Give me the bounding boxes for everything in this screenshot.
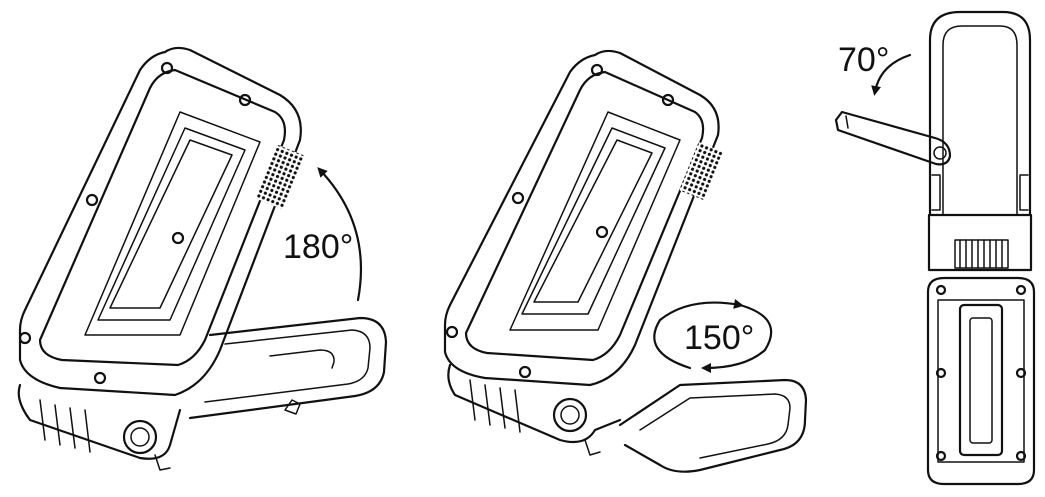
grip-texture — [255, 144, 305, 210]
angle-label-150: 150° — [684, 319, 754, 357]
rotation-arrow-150-upper — [653, 299, 744, 370]
lamp-base-tray — [447, 363, 808, 473]
rotation-arrow-180 — [317, 167, 363, 302]
figure-70-degrees: 70° — [834, 10, 1036, 486]
pivot-knob — [552, 397, 588, 433]
rotation-arrow-70 — [871, 53, 912, 96]
hanging-hook — [928, 10, 1032, 272]
figure-180-degrees: 180° — [17, 46, 388, 471]
lamp-base-tray — [17, 316, 388, 471]
lamp-head — [926, 276, 1036, 486]
pivot-knob — [122, 419, 158, 455]
grip-texture — [679, 142, 723, 200]
angle-label-180: 180° — [283, 228, 353, 266]
lamp-head — [443, 49, 723, 387]
figure-150-degrees: 150° — [443, 49, 808, 473]
rotation-arrow-150-lower — [701, 303, 773, 373]
lamp-head — [18, 46, 305, 397]
angle-label-70: 70° — [838, 41, 889, 79]
folding-stand — [834, 110, 952, 166]
